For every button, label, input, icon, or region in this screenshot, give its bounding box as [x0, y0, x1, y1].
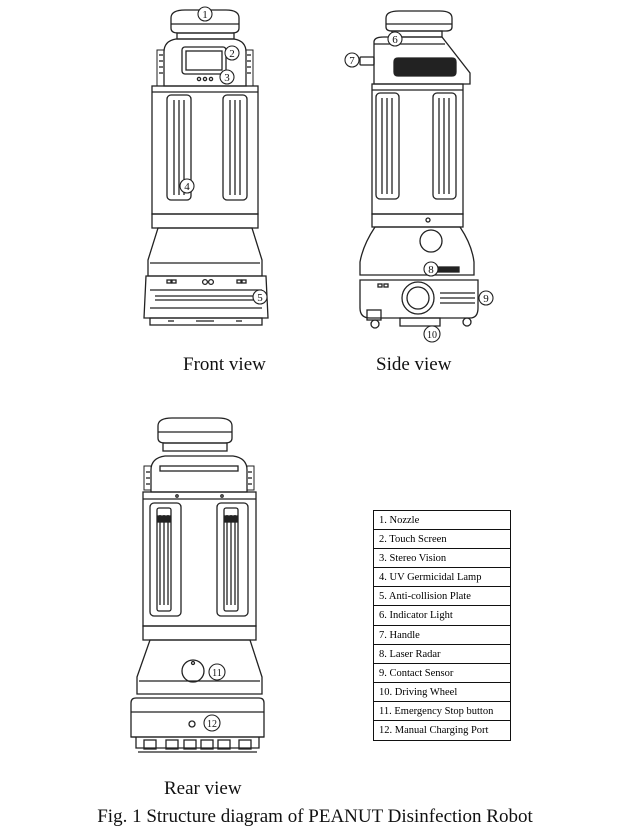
- callout-3: 3: [224, 72, 230, 84]
- front-view-drawing: [143, 9, 269, 326]
- legend-row: 12. Manual Charging Port: [379, 725, 489, 737]
- callout-9: 9: [483, 293, 489, 305]
- rear-uv-lamp-right: [216, 502, 249, 617]
- front-body: [151, 85, 259, 215]
- legend-row: 8. Laser Radar: [374, 645, 510, 664]
- front-nozzle: [170, 9, 240, 34]
- side-head: [373, 36, 471, 85]
- rear-view-label: Rear view: [164, 778, 242, 799]
- legend-row: 2. Touch Screen: [374, 530, 510, 550]
- rear-skirt: [136, 639, 263, 695]
- figure-caption: Fig. 1 Structure diagram of PEANUT Disin…: [97, 806, 533, 827]
- side-handle: [359, 56, 375, 66]
- legend-row: 3. Stereo Vision: [374, 549, 510, 569]
- callout-11: 11: [212, 668, 222, 679]
- side-view-drawing: [359, 10, 479, 329]
- legend-row: 5. Anti-collision Plate: [374, 587, 510, 607]
- callout-6: 6: [392, 34, 398, 46]
- legend-row: 7. Handle: [374, 626, 510, 645]
- side-base: [359, 279, 479, 319]
- legend-row: 9. Contact Sensor: [374, 664, 510, 683]
- side-driving-wheel: [399, 317, 441, 327]
- callouts: [179, 6, 494, 732]
- legend-row: 6. Indicator Light: [374, 606, 510, 626]
- rear-head: [150, 455, 248, 493]
- callout-2: 2: [229, 48, 235, 60]
- front-skirt: [147, 227, 263, 277]
- rear-uv-lamp-left: [149, 502, 182, 617]
- callout-1: 1: [202, 9, 208, 21]
- front-touch-screen: [181, 46, 227, 75]
- legend-row: 4. UV Germicidal Lamp: [374, 568, 510, 588]
- front-view-label: Front view: [183, 354, 266, 375]
- side-nozzle: [385, 10, 453, 32]
- rear-nozzle: [157, 417, 233, 444]
- side-skirt: [359, 226, 475, 276]
- callout-12: 12: [207, 719, 217, 730]
- callout-5: 5: [257, 292, 263, 304]
- legend-row: 1. Nozzle: [374, 511, 510, 531]
- legend-row: 10. Driving Wheel: [374, 683, 510, 702]
- side-uv-lamp-right: [432, 92, 457, 200]
- front-anti-collision-plate: [143, 275, 269, 319]
- side-driving-wheel-hub: [401, 281, 435, 315]
- rear-charging-port: [188, 720, 196, 728]
- side-view-label: Side view: [376, 354, 452, 375]
- callout-8: 8: [428, 264, 434, 276]
- rear-emergency-stop: [181, 659, 205, 683]
- legend-row: 11. Emergency Stop button: [374, 702, 510, 722]
- front-uv-lamp-right: [222, 94, 248, 201]
- rear-base: [130, 697, 265, 738]
- callout-7: 7: [349, 55, 355, 67]
- callout-10: 10: [427, 330, 437, 341]
- side-uv-lamp-left: [375, 92, 400, 200]
- rear-view-drawing: [130, 417, 265, 753]
- callout-4: 4: [184, 181, 190, 193]
- parts-legend-table: 1. Nozzle 2. Touch Screen 3. Stereo Visi…: [373, 510, 511, 742]
- side-vent: [393, 57, 457, 77]
- front-uv-lamp-left: [166, 94, 192, 201]
